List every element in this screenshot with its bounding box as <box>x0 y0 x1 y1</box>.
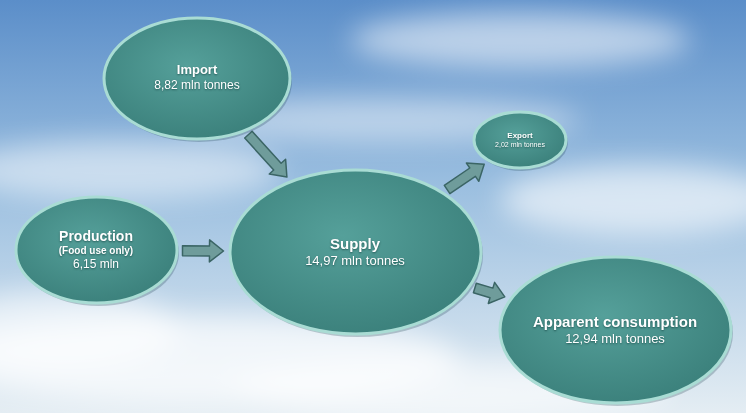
node-value: 6,15 mln <box>73 258 119 272</box>
ellipse-outline <box>102 16 292 141</box>
node-title: Apparent consumption <box>533 313 697 330</box>
node-value: (Food use only) <box>59 245 133 257</box>
flow-arrow <box>444 163 484 194</box>
import-ellipse: Import8,82 mln tonnes <box>102 16 292 141</box>
node-title: Import <box>177 63 217 78</box>
node-content: Supply 14,97 mln tonnes <box>228 168 483 336</box>
flow-arrow <box>473 282 504 303</box>
text-stack: Apparent consumption 12,94 mln tonnes <box>533 313 697 346</box>
consumption-ellipse: Apparent consumption 12,94 mln tonnes <box>498 255 733 405</box>
node-content: Apparent consumption 12,94 mln tonnes <box>498 255 733 405</box>
text-stack: Production(Food use only)6,15 mln <box>59 228 133 271</box>
node-value: 8,82 mln tonnes <box>154 79 239 93</box>
node-title: Supply <box>330 235 380 252</box>
node-title: Production <box>59 228 133 244</box>
node-content: Import8,82 mln tonnes <box>102 16 292 141</box>
flow-arrow <box>183 240 224 262</box>
ellipse-outline <box>472 110 568 170</box>
flow-arrow <box>245 131 287 177</box>
text-stack: Supply 14,97 mln tonnes <box>305 235 405 268</box>
text-stack: Export2,02 mln tonnes <box>495 131 545 149</box>
node-title: Export <box>507 131 532 140</box>
node-value: 12,94 mln tonnes <box>565 332 665 347</box>
export-ellipse: Export2,02 mln tonnes <box>472 110 568 170</box>
node-value: 14,97 mln tonnes <box>305 254 405 269</box>
node-content: Production(Food use only)6,15 mln <box>14 195 179 305</box>
node-value: 2,02 mln tonnes <box>495 141 545 149</box>
supply-ellipse: Supply 14,97 mln tonnes <box>228 168 483 336</box>
production-ellipse: Production(Food use only)6,15 mln <box>14 195 179 305</box>
node-content: Export2,02 mln tonnes <box>472 110 568 170</box>
text-stack: Import8,82 mln tonnes <box>154 63 239 93</box>
